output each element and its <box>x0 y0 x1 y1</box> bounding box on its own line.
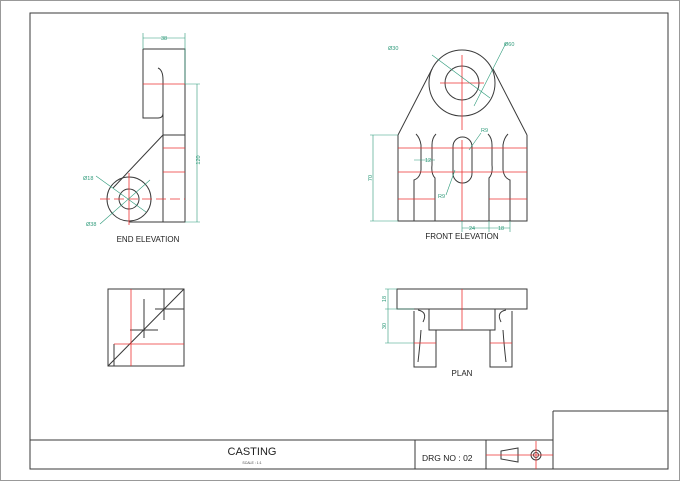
dim-inner-dia: Ø30 <box>388 46 398 52</box>
front-elevation-label: FRONT ELEVATION <box>425 232 499 241</box>
dim-outer-dia: Ø38 <box>86 222 96 228</box>
dim-outer-dia: Ø60 <box>504 42 514 48</box>
dim-side-width: 18 <box>498 226 504 232</box>
dim-height-70: 70 <box>368 175 374 181</box>
dim-radius-bottom: R9 <box>438 194 445 200</box>
drawing-scale: SCALE : 1:1 <box>242 461 261 465</box>
drawing-number: DRG NO : 02 <box>422 453 473 463</box>
front-elevation-view: 70 12 24 18 R9 R9 Ø30 Ø60 FRONT ELEVATIO… <box>368 42 528 241</box>
dim-inner-dia: Ø18 <box>83 176 93 182</box>
projection-symbol-icon <box>486 441 553 469</box>
drawing-title: CASTING <box>228 446 277 458</box>
end-elevation-label: END ELEVATION <box>117 235 180 244</box>
title-block: CASTING SCALE : 1:1 DRG NO : 02 <box>30 410 668 469</box>
dim-slot-width: 12 <box>425 158 431 164</box>
end-elevation-view: 38 120 Ø18 Ø38 END ELEVATION <box>83 33 202 244</box>
auxiliary-view <box>107 288 185 367</box>
dim-plan-top: 18 <box>382 296 388 302</box>
dim-radius-top: R9 <box>481 128 488 134</box>
dim-center-width: 24 <box>469 226 475 232</box>
drawing-border <box>29 12 669 470</box>
plan-view: 18 30 PLAN <box>382 288 528 378</box>
plan-label: PLAN <box>452 369 473 378</box>
dim-width: 38 <box>161 36 167 42</box>
dim-height: 120 <box>196 155 202 164</box>
dim-plan-bottom: 30 <box>382 323 388 329</box>
